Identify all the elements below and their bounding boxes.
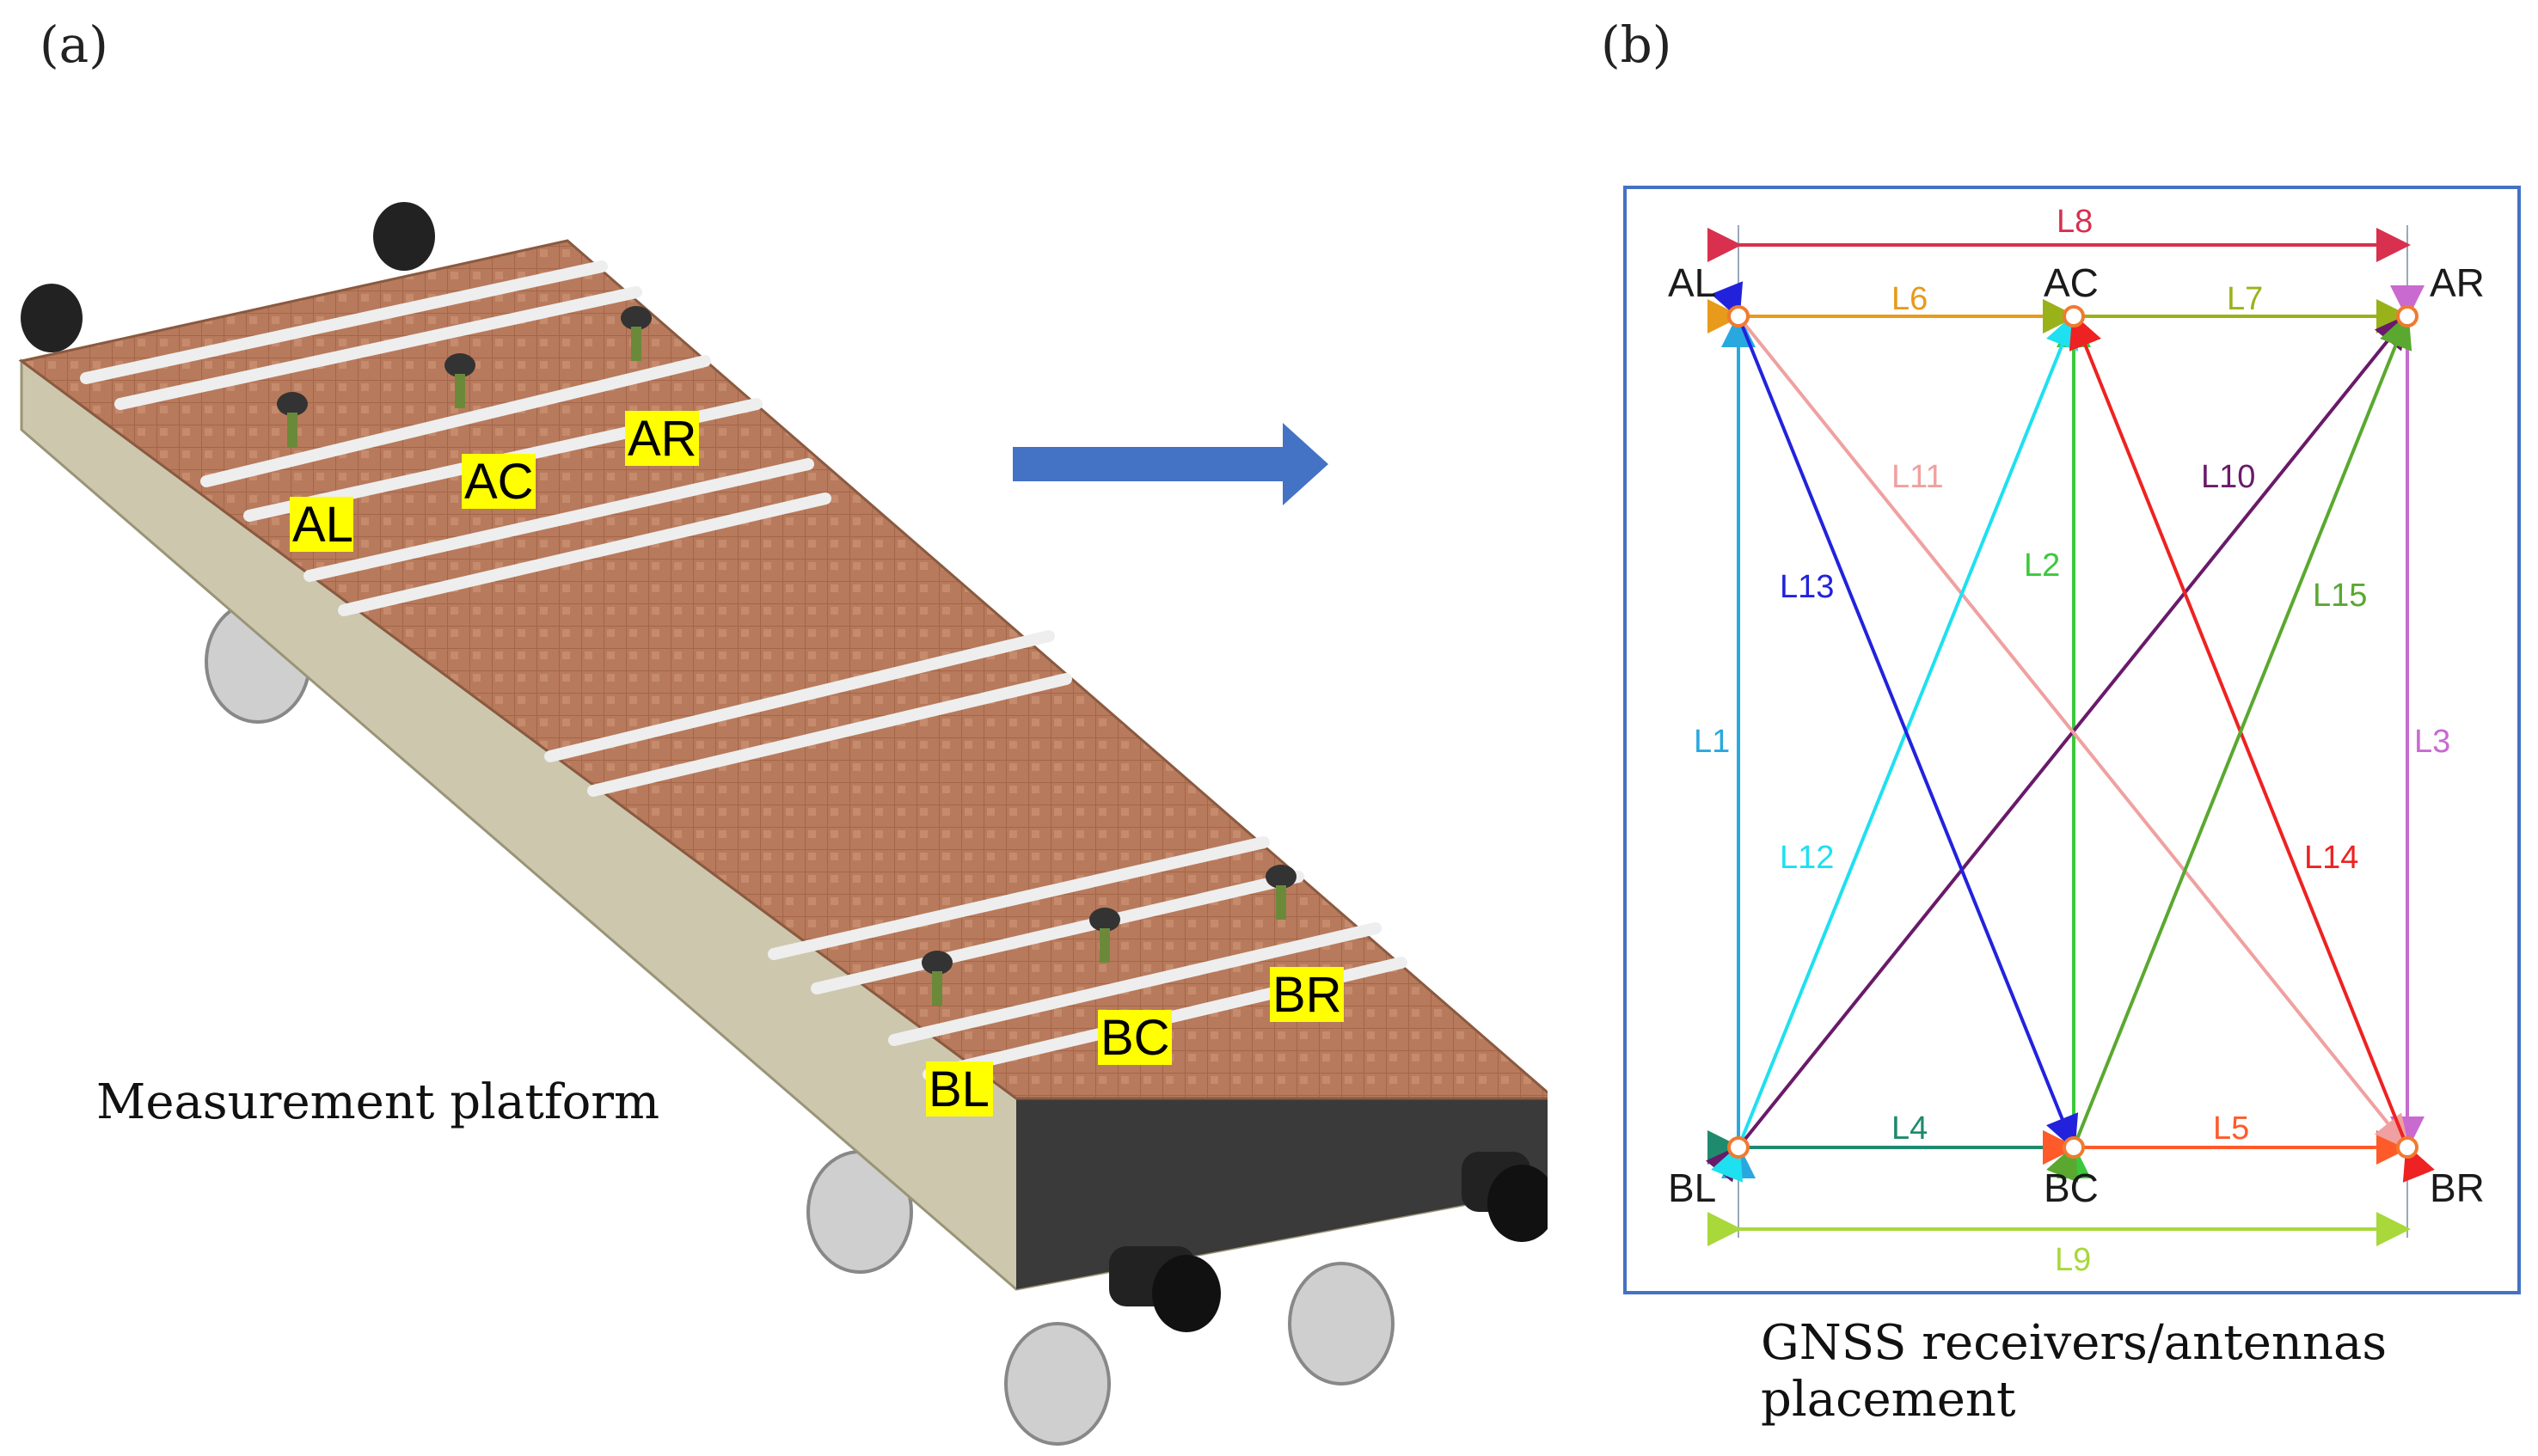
node-br-marker — [2396, 1136, 2418, 1159]
line-l15 — [2046, 313, 2412, 1183]
node-ac-marker — [2063, 305, 2085, 327]
line-label-l14: L14 — [2304, 840, 2358, 876]
node-label-ar: AR — [2430, 260, 2485, 305]
node-label-br: BR — [2430, 1165, 2485, 1210]
line-label-l8: L8 — [2057, 204, 2093, 240]
line-label-l6: L6 — [1891, 281, 1928, 317]
node-bc-marker — [2063, 1136, 2085, 1159]
buffer-icon — [1487, 1165, 1548, 1242]
antenna-icons — [277, 306, 1297, 1006]
receiver-label-br: BR — [1272, 967, 1342, 1023]
node-label-ac: AC — [2044, 260, 2099, 305]
gnss-caption-line1: GNSS receivers/antennas — [1761, 1315, 2388, 1371]
line-label-l1: L1 — [1694, 724, 1730, 760]
line-label-l12: L12 — [1780, 840, 1834, 876]
node-al-marker — [1727, 305, 1750, 327]
line-label-l7: L7 — [2227, 281, 2263, 317]
wagon-deck — [18, 239, 1548, 1100]
panel-a-label: (a) — [40, 15, 108, 74]
receiver-label-al: AL — [292, 497, 353, 553]
line-label-l2: L2 — [2024, 548, 2060, 584]
node-label-bl: BL — [1668, 1165, 1716, 1210]
receiver-labels-a: AL AC AR BL BC BR — [290, 411, 1344, 1117]
line-label-l3: L3 — [2414, 724, 2450, 760]
buffer-icon — [1152, 1255, 1221, 1332]
line-label-l13: L13 — [1780, 569, 1834, 605]
receiver-label-ar: AR — [628, 411, 697, 467]
measurement-platform-caption: Measurement platform — [96, 1074, 660, 1130]
line-label-l10: L10 — [2201, 459, 2255, 495]
receiver-label-ac: AC — [464, 454, 534, 510]
diagram-lines — [1705, 225, 2435, 1246]
buffer-icon — [21, 284, 83, 352]
measurement-platform-illustration: AL AC AR BL BC BR — [18, 202, 1548, 1446]
line-l13 — [1710, 281, 2079, 1151]
gnss-caption-line2: placement — [1761, 1372, 2016, 1428]
panel-b-label: (b) — [1601, 15, 1672, 74]
node-markers — [1727, 305, 2418, 1159]
line-label-l15: L15 — [2313, 578, 2367, 614]
line-label-l4: L4 — [1891, 1110, 1928, 1147]
node-ar-marker — [2396, 305, 2418, 327]
line-label-l11: L11 — [1891, 459, 1944, 495]
buffer-icon — [373, 202, 435, 271]
line-label-l5: L5 — [2213, 1110, 2249, 1147]
node-bl-marker — [1727, 1136, 1750, 1159]
node-label-bc: BC — [2044, 1165, 2099, 1210]
receiver-label-bc: BC — [1100, 1010, 1170, 1066]
diagram-frame — [1623, 186, 2521, 1294]
right-arrow-icon — [1013, 423, 1328, 505]
gnss-placement-caption: GNSS receivers/antennas placement — [1761, 1315, 2387, 1428]
line-label-l9: L9 — [2055, 1242, 2091, 1278]
wheel-group — [205, 600, 1395, 1446]
node-label-al: AL — [1668, 260, 1716, 305]
receiver-label-bl: BL — [929, 1061, 990, 1117]
